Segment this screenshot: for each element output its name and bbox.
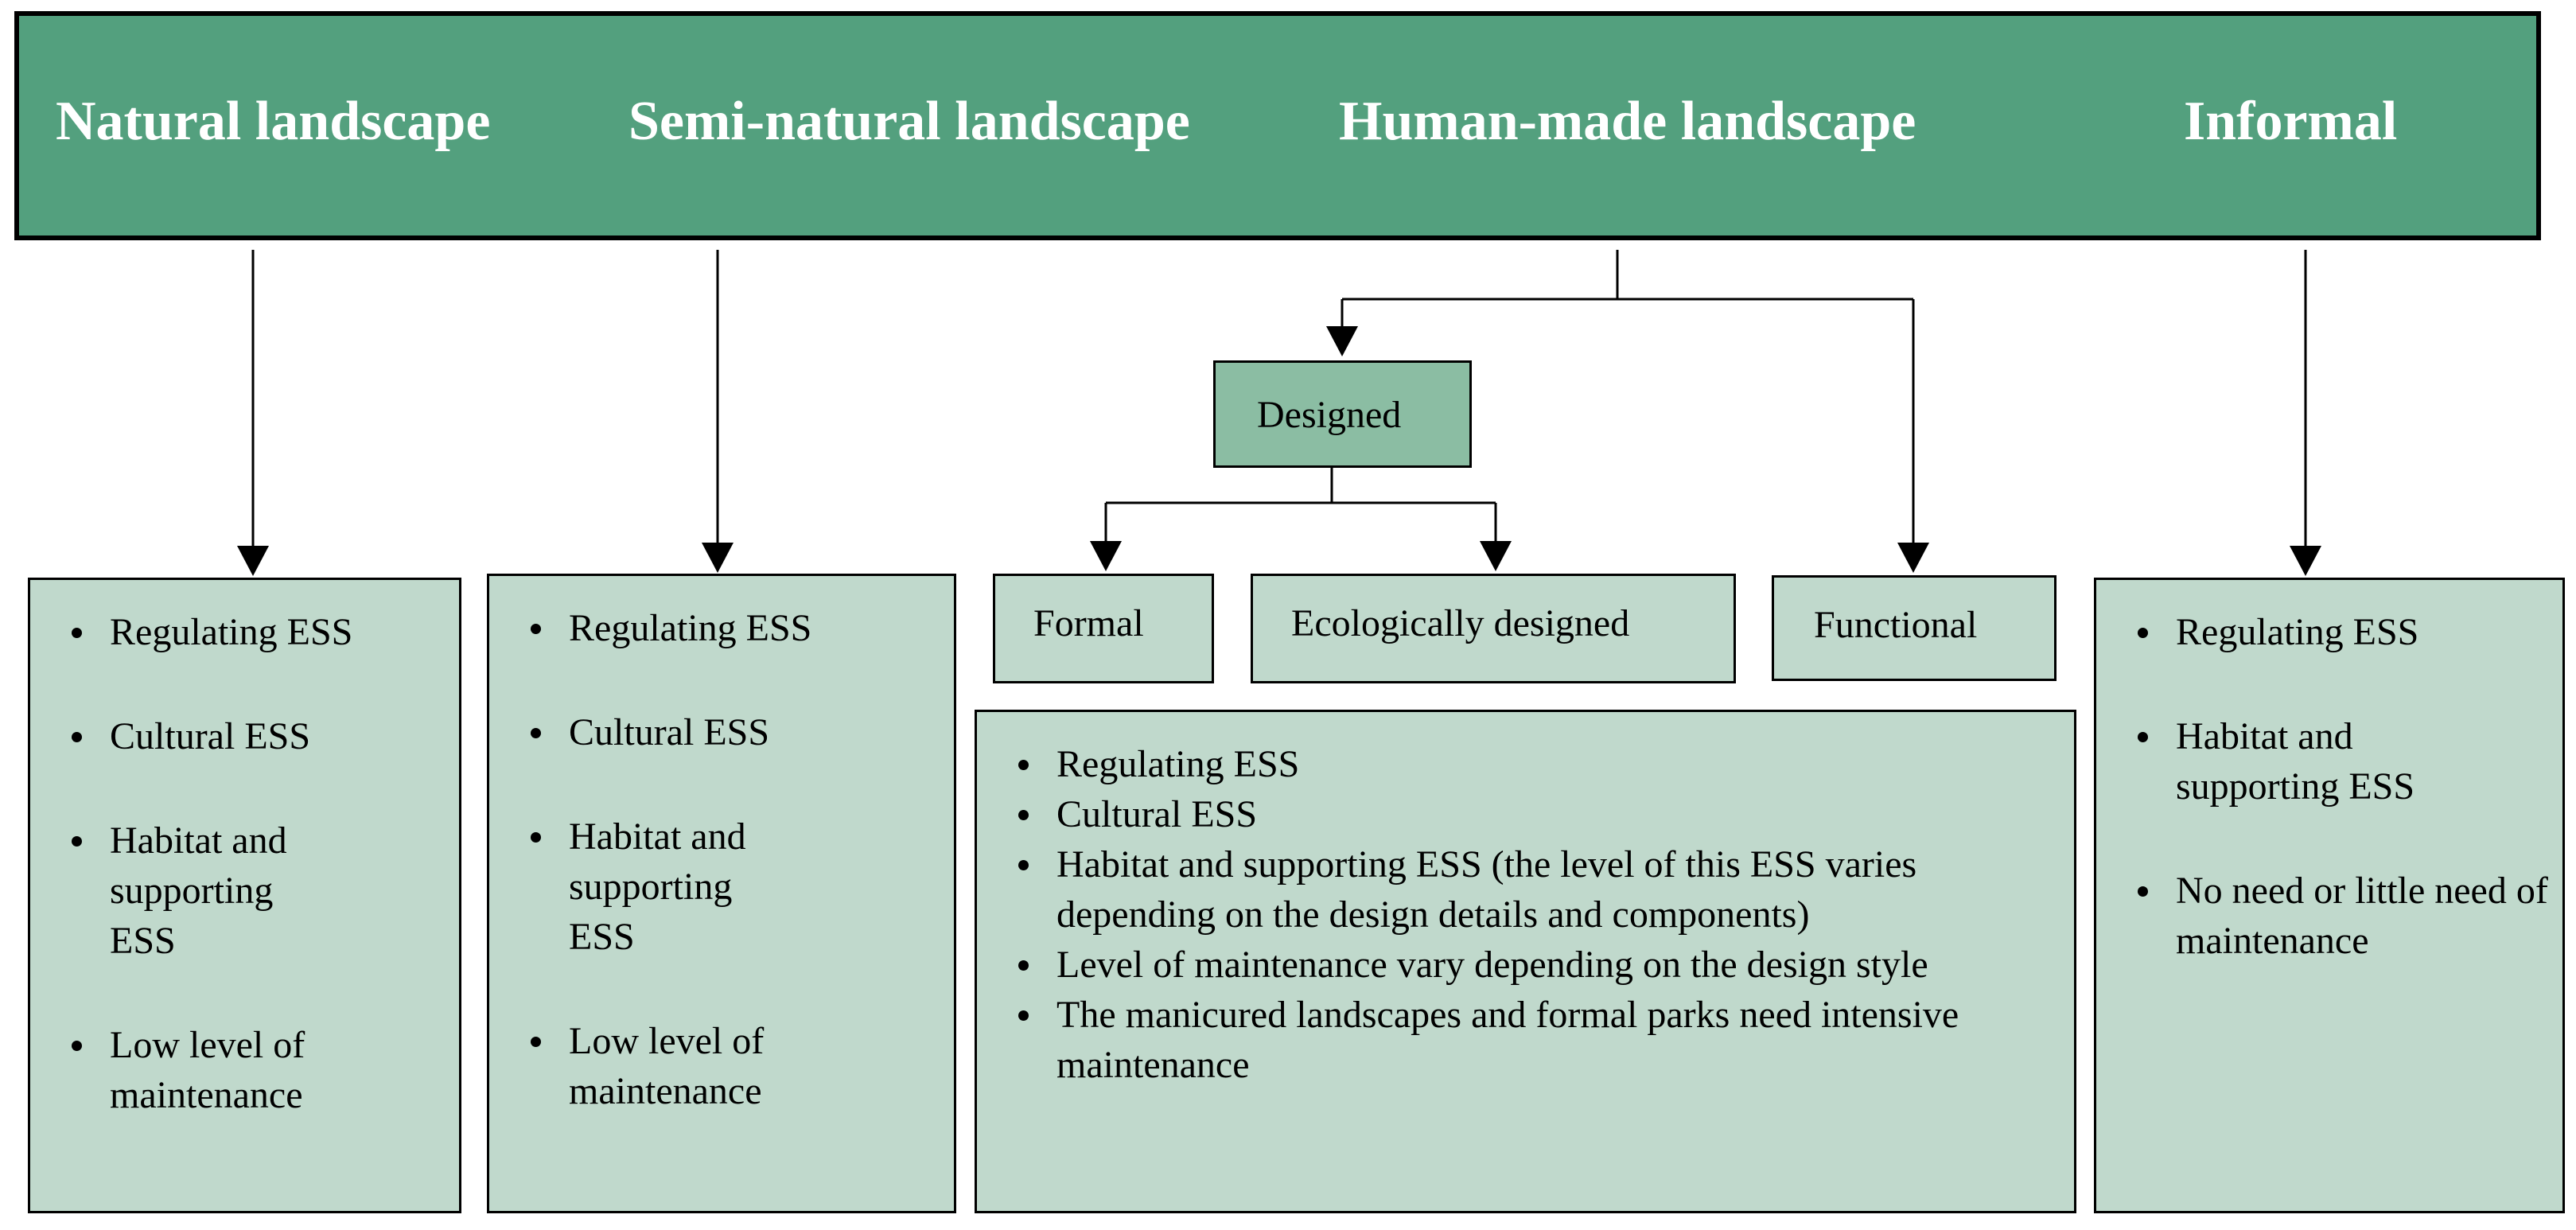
list-item: No need or little need of maintenance bbox=[2096, 866, 2550, 966]
list-item: Cultural ESS bbox=[489, 707, 935, 757]
natural-landscape-title: Natural landscape bbox=[56, 91, 491, 152]
list-item: The manicured landscapes and formal park… bbox=[977, 990, 1971, 1090]
formal-node: Formal bbox=[993, 574, 1214, 683]
semi-natural-ess-list: Regulating ESS Cultural ESS Habitat and … bbox=[489, 603, 935, 1170]
formal-label: Formal bbox=[1033, 602, 1144, 644]
list-item: Cultural ESS bbox=[30, 711, 444, 761]
natural-ess-box: Regulating ESS Cultural ESS Habitat and … bbox=[28, 578, 461, 1213]
human-made-ess-list: Regulating ESS Cultural ESS Habitat and … bbox=[977, 739, 2067, 1090]
functional-label: Functional bbox=[1814, 604, 1978, 646]
functional-arrowhead bbox=[1897, 543, 1929, 573]
functional-node: Functional bbox=[1772, 575, 2057, 681]
list-item: Cultural ESS bbox=[977, 789, 2067, 839]
list-item: Habitat and supporting ESS bbox=[2096, 711, 2470, 812]
list-item: Level of maintenance vary depending on t… bbox=[977, 940, 1971, 990]
ecologically-designed-label: Ecologically designed bbox=[1291, 602, 1630, 644]
header-bar bbox=[14, 11, 2541, 240]
list-item: Habitat and supporting ESS bbox=[30, 815, 348, 966]
designed-arrowhead bbox=[1326, 326, 1358, 356]
semi-natural-arrowhead bbox=[702, 543, 733, 573]
ecological-arrowhead bbox=[1480, 541, 1512, 571]
list-item: Low level of maintenance bbox=[489, 1016, 807, 1116]
semi-natural-landscape-title: Semi-natural landscape bbox=[628, 91, 1190, 152]
list-item: Regulating ESS bbox=[489, 603, 935, 653]
list-item: Regulating ESS bbox=[2096, 607, 2550, 657]
designed-label: Designed bbox=[1257, 394, 1402, 436]
semi-natural-ess-box: Regulating ESS Cultural ESS Habitat and … bbox=[487, 574, 956, 1213]
list-item: Regulating ESS bbox=[30, 607, 444, 657]
informal-ess-box: Regulating ESS Habitat and supporting ES… bbox=[2094, 578, 2565, 1213]
informal-arrowhead bbox=[2290, 546, 2321, 576]
list-item: Habitat and supporting ESS bbox=[489, 812, 807, 962]
human-made-landscape-title: Human-made landscape bbox=[1339, 91, 1916, 152]
formal-arrowhead bbox=[1090, 541, 1122, 571]
list-item: Regulating ESS bbox=[977, 739, 2067, 789]
ecologically-designed-node: Ecologically designed bbox=[1251, 574, 1736, 683]
list-item: Low level of maintenance bbox=[30, 1020, 348, 1120]
informal-title: Informal bbox=[2184, 91, 2398, 152]
list-item: Habitat and supporting ESS (the level of… bbox=[977, 839, 2019, 940]
human-made-ess-box: Regulating ESS Cultural ESS Habitat and … bbox=[975, 710, 2076, 1213]
natural-arrowhead bbox=[237, 546, 269, 576]
informal-ess-list: Regulating ESS Habitat and supporting ES… bbox=[2096, 607, 2550, 1020]
natural-ess-list: Regulating ESS Cultural ESS Habitat and … bbox=[30, 607, 444, 1174]
designed-node: Designed bbox=[1213, 360, 1472, 468]
